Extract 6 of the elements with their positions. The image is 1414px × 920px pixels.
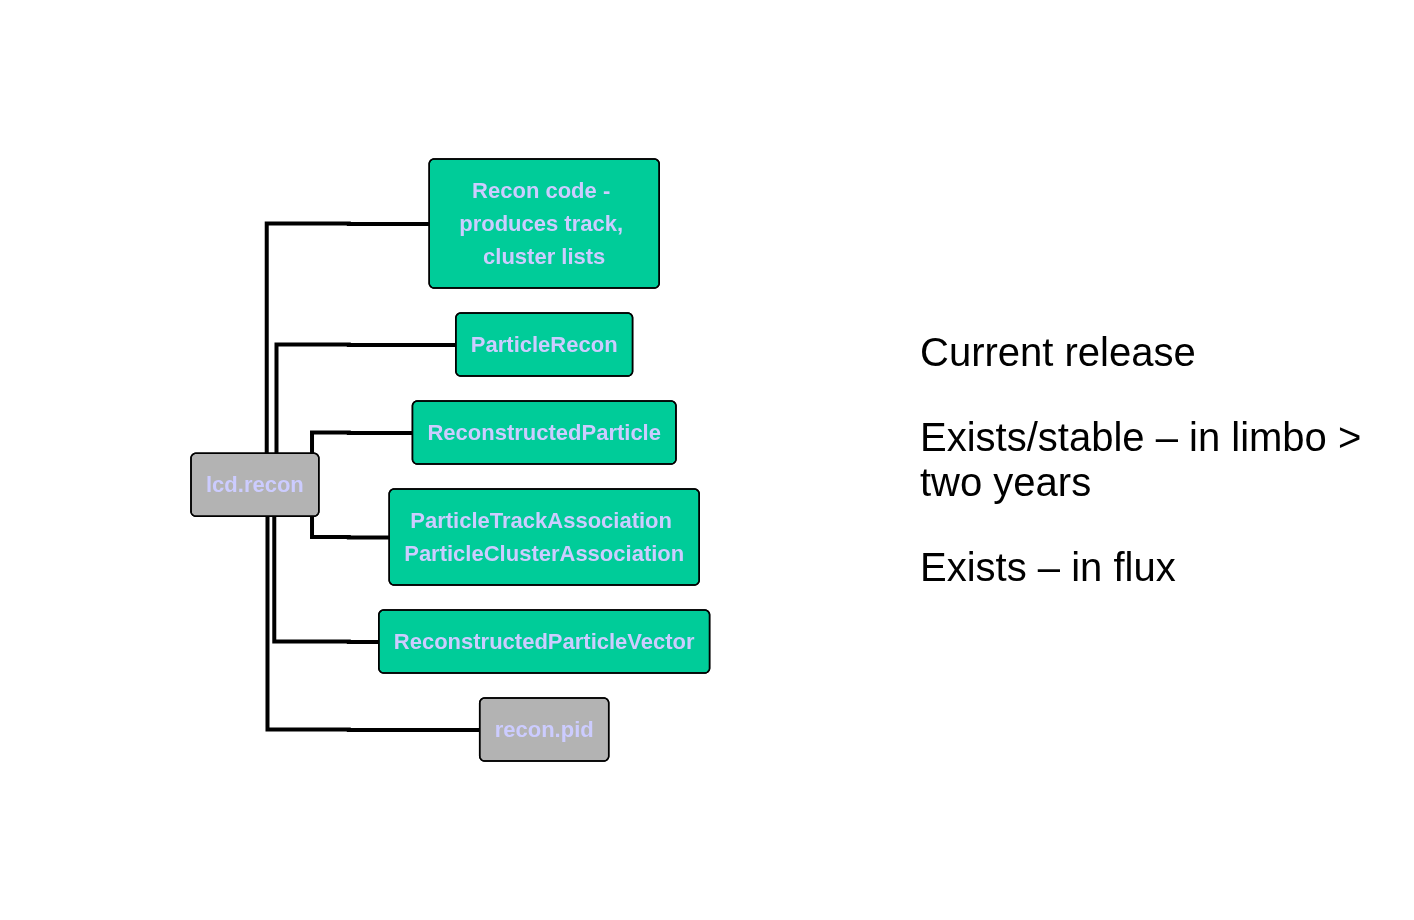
status-note: Current release xyxy=(920,330,1197,375)
connector xyxy=(272,516,379,644)
connector xyxy=(309,430,413,454)
status-note: Exists/stable – in limbo > two years xyxy=(920,415,1363,505)
connector xyxy=(265,516,480,732)
status-note: Exists – in flux xyxy=(920,545,1177,590)
